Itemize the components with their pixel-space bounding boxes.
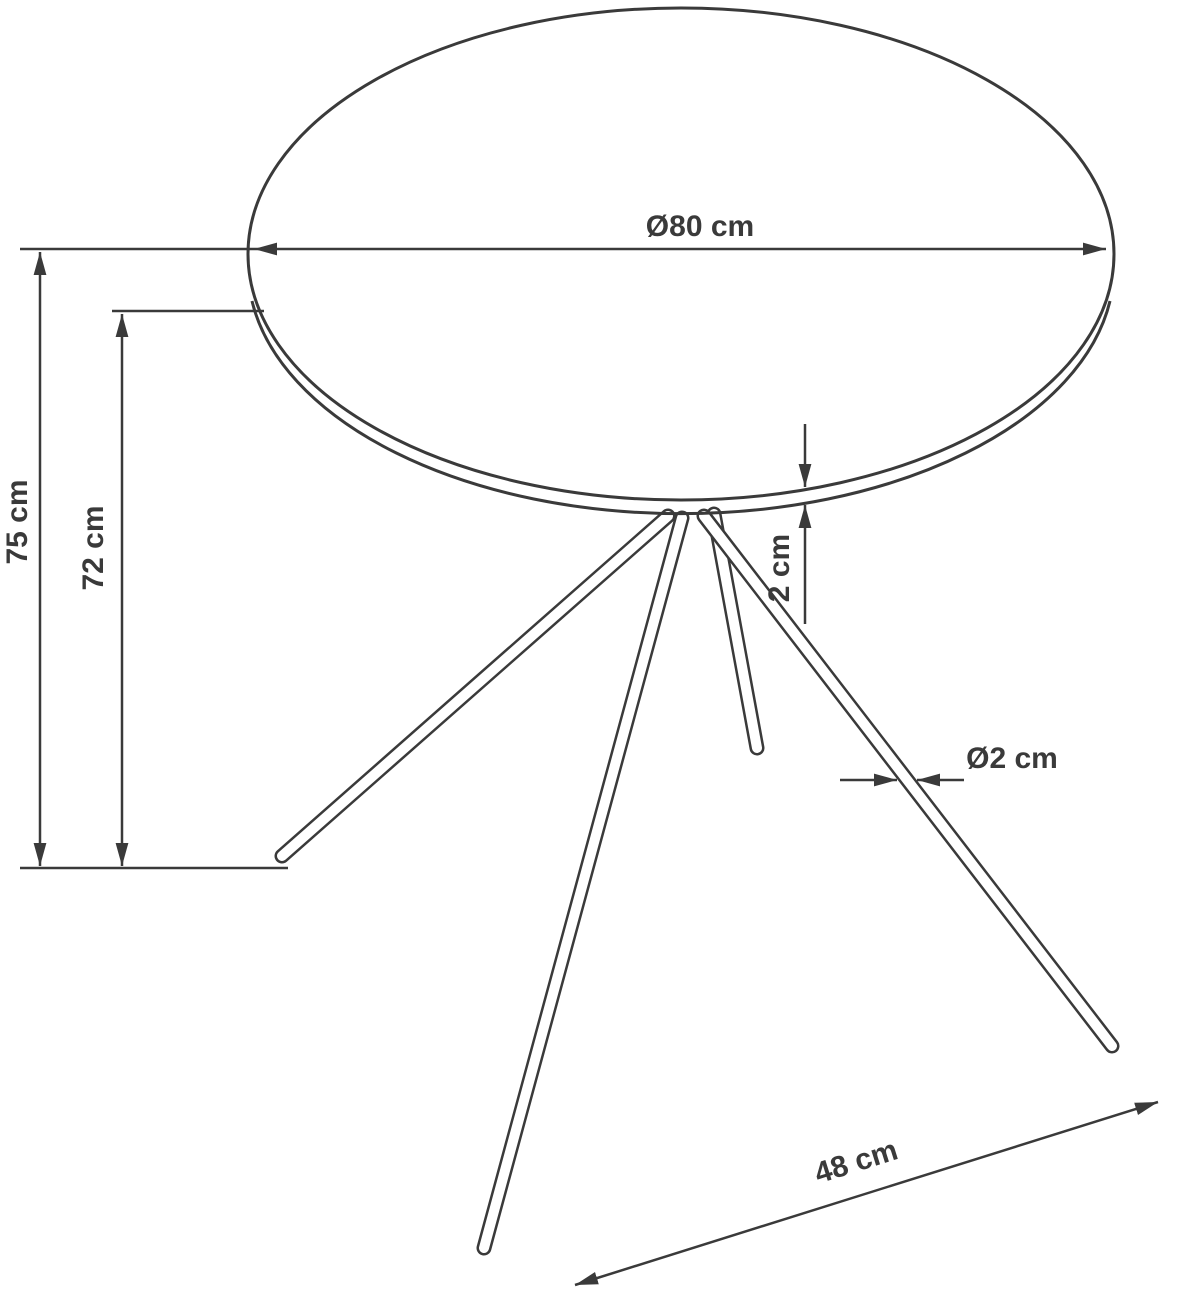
dimension-label-top-thickness: 2 cm [763,534,796,602]
table-leg-back-right-body [709,509,762,753]
tabletop [246,6,1116,516]
dimension-label-leg-spread: 48 cm [811,1133,902,1190]
table-legs [274,506,1120,1256]
table-leg-front-right [696,508,1120,1054]
tabletop-thickness-edge [250,300,1112,516]
tabletop-top-outline [246,6,1116,502]
dimension-top-diameter: Ø80 cm [20,210,1106,256]
dimension-total-height: 75 cm [1,252,47,866]
table-leg-front-left-body [479,513,687,1253]
table-leg-left-body [277,511,673,861]
table-leg-front-left [476,510,690,1256]
dimension-leg-diameter: Ø2 cm [840,742,1058,787]
dimension-line-leg-spread [574,1100,1159,1287]
dimension-label-height-under-top: 72 cm [77,505,110,590]
dimension-height-under-top: 72 cm [77,309,264,866]
dimension-leg-spread: 48 cm [574,1100,1159,1287]
dimension-label-total-height: 75 cm [1,479,34,564]
dimension-label-top-diameter: Ø80 cm [646,210,754,243]
dimension-label-leg-diameter: Ø2 cm [966,742,1058,775]
dimension-top-thickness: 2 cm [763,424,812,624]
table-leg-back-right [706,506,765,756]
table-leg-front-right-body [699,511,1117,1051]
table-leg-left [274,508,676,864]
